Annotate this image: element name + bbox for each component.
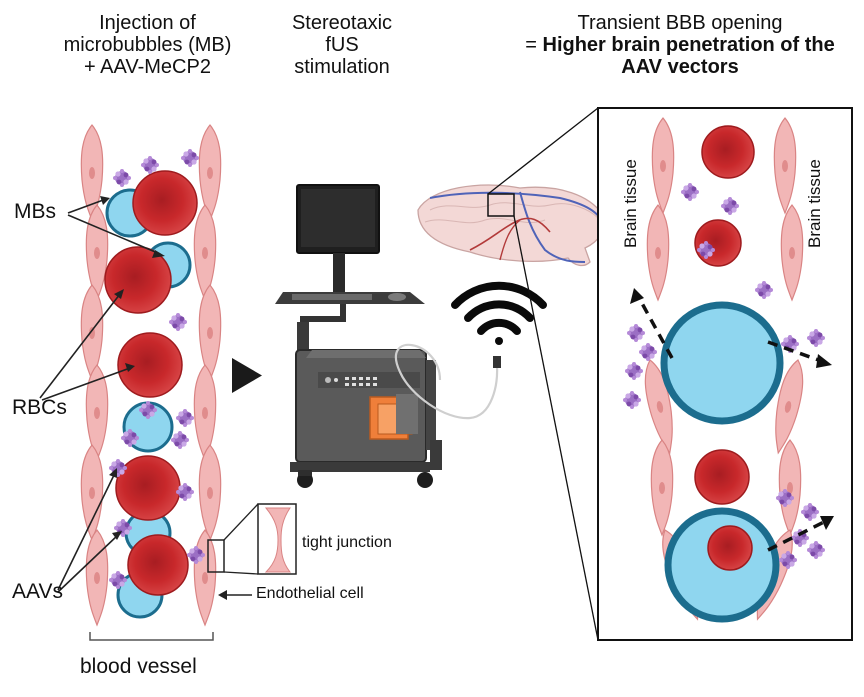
label-tight-junction: tight junction [302, 534, 392, 551]
blood-vessel [80, 124, 297, 641]
label-brain-tissue-right: Brain tissue [805, 159, 824, 248]
label-mbs: MBs [14, 200, 56, 223]
penetration-arrows [630, 288, 834, 552]
label-rbcs: RBCs [12, 396, 67, 419]
label-aavs: AAVs [12, 580, 63, 603]
blood-vessel-bracket [89, 632, 214, 641]
zoom-panel [597, 107, 853, 641]
header-bbb-line2: = Higher brain penetration of the [525, 34, 835, 56]
label-endothelial-cell: Endothelial cell [256, 585, 364, 602]
header-stimulation: Stereotaxic fUS stimulation [262, 12, 422, 78]
red-blood-cells [104, 170, 198, 596]
tight-junction-inset [257, 503, 297, 575]
header-bbb-line3: AAV vectors [621, 56, 739, 78]
label-brain-tissue-left: Brain tissue [621, 159, 640, 248]
brain-region-marker [487, 193, 515, 217]
transducer-cable [394, 343, 499, 420]
header-injection-line1: Injection of [99, 12, 196, 34]
header-stimulation-line2: fUS [325, 34, 359, 56]
label-pointers [39, 196, 165, 593]
header-bbb-line1: Transient BBB opening [577, 12, 783, 34]
brain-illustration [417, 184, 606, 267]
header-stimulation-line1: Stereotaxic [291, 12, 393, 34]
fus-workstation [275, 184, 501, 488]
tight-junction-marker [207, 539, 225, 573]
header-stimulation-line3: stimulation [294, 56, 390, 78]
header-injection: Injection of microbubbles (MB) + AAV-MeC… [40, 12, 255, 78]
flow-arrow [232, 358, 262, 393]
label-blood-vessel: blood vessel [80, 655, 197, 678]
header-injection-line2: microbubbles (MB) [63, 34, 232, 56]
header-injection-line3: + AAV-MeCP2 [84, 56, 211, 78]
header-bbb-opening: Transient BBB opening = Higher brain pen… [505, 12, 855, 78]
ultrasound-signal-icon [451, 281, 547, 345]
